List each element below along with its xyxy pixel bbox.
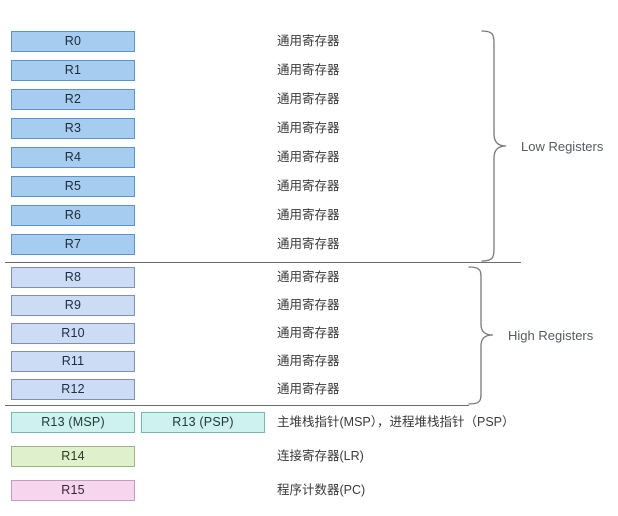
register-desc-r1: 通用寄存器 [277,63,340,78]
register-desc-r7: 通用寄存器 [277,237,340,252]
register-desc-r8: 通用寄存器 [277,270,340,285]
register-box-r0[interactable]: R0 [11,31,135,52]
group-label-high-registers: High Registers [508,328,594,343]
register-desc-r12: 通用寄存器 [277,382,340,397]
register-desc-r9: 通用寄存器 [277,298,340,313]
register-box-r6[interactable]: R6 [11,205,135,226]
register-desc-r6: 通用寄存器 [277,208,340,223]
register-desc-r5: 通用寄存器 [277,179,340,194]
register-desc-r3: 通用寄存器 [277,121,340,136]
register-box-r4[interactable]: R4 [11,147,135,168]
register-desc-r13: 主堆栈指针(MSP），进程堆栈指针（PSP） [277,415,515,430]
register-box-r13-msp[interactable]: R13 (MSP) [11,412,135,433]
register-desc-r15: 程序计数器(PC) [277,483,366,498]
register-box-r9[interactable]: R9 [11,295,135,316]
register-desc-r10: 通用寄存器 [277,326,340,341]
register-box-r3[interactable]: R3 [11,118,135,139]
register-desc-r0: 通用寄存器 [277,34,340,49]
register-desc-r2: 通用寄存器 [277,92,340,107]
brace-high-registers [468,266,494,405]
register-box-r7[interactable]: R7 [11,234,135,255]
register-box-r14[interactable]: R14 [11,446,135,467]
brace-low-registers [481,30,507,262]
register-box-r13-psp[interactable]: R13 (PSP) [141,412,265,433]
register-box-r12[interactable]: R12 [11,379,135,400]
divider-high-special [5,405,469,406]
group-label-low-registers: Low Registers [521,139,604,154]
register-box-r8[interactable]: R8 [11,267,135,288]
register-box-r1[interactable]: R1 [11,60,135,81]
register-desc-r11: 通用寄存器 [277,354,340,369]
register-desc-r14: 连接寄存器(LR) [277,449,364,464]
divider-low-high [5,262,521,263]
register-box-r5[interactable]: R5 [11,176,135,197]
register-box-r11[interactable]: R11 [11,351,135,372]
register-box-r2[interactable]: R2 [11,89,135,110]
register-box-r10[interactable]: R10 [11,323,135,344]
register-box-r15[interactable]: R15 [11,480,135,501]
register-desc-r4: 通用寄存器 [277,150,340,165]
